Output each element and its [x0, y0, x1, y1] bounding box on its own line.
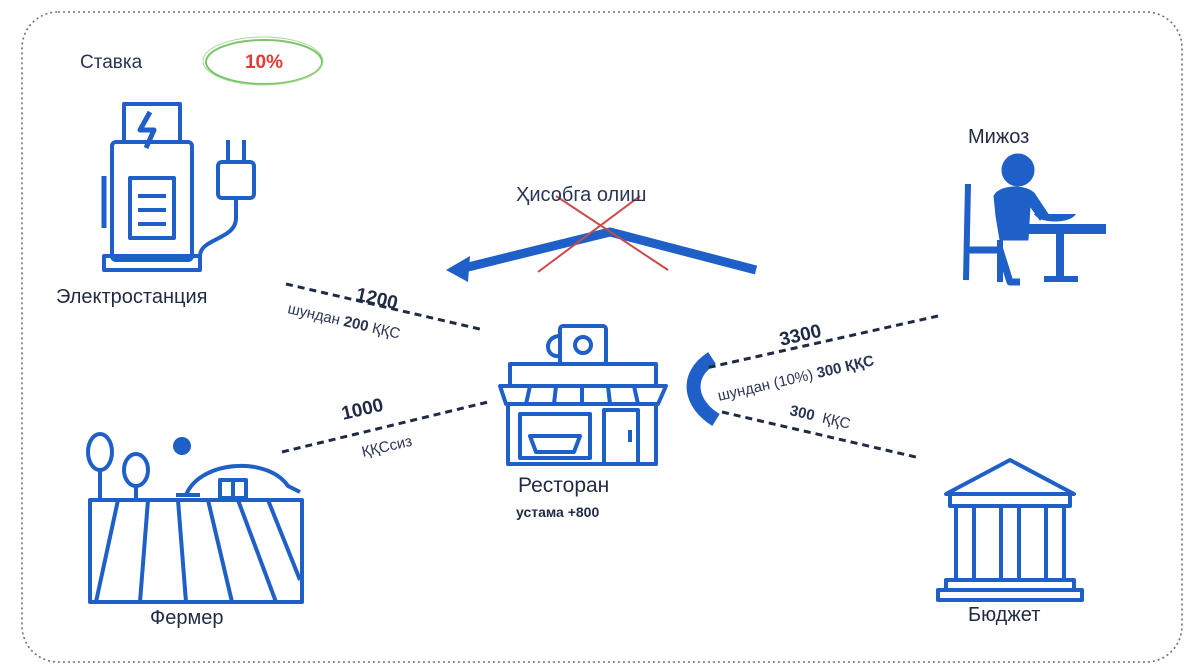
farm-icon — [86, 432, 304, 604]
power-flow-line — [285, 282, 485, 332]
power-station-label: Электростанция — [56, 286, 208, 308]
cross-line-1 — [555, 195, 669, 271]
flow-lines — [281, 282, 939, 460]
dotted-frame — [21, 11, 1183, 663]
budget-flow-line — [721, 410, 921, 460]
farmer-label: Фермер — [150, 607, 224, 629]
customer-label: Мижоз — [968, 126, 1030, 148]
restaurant-icon — [498, 324, 668, 466]
rate-label: Ставка — [80, 52, 143, 73]
restaurant-margin: устама +800 — [516, 504, 600, 520]
government-building-icon — [936, 458, 1084, 602]
budget-label: Бюджет — [968, 604, 1041, 626]
cross-line-2 — [537, 195, 641, 273]
crossed-label: Ҳисобга олиш — [516, 184, 647, 206]
diner-icon — [963, 153, 1106, 286]
curved-arrow — [686, 352, 720, 426]
rate-ellipse — [205, 39, 323, 85]
customer-flow-line — [705, 314, 939, 370]
charging-station-icon — [101, 102, 256, 272]
restaurant-label: Ресторан — [518, 474, 610, 497]
rate-value: 10% — [244, 52, 284, 73]
crossed-arrow — [446, 195, 758, 282]
